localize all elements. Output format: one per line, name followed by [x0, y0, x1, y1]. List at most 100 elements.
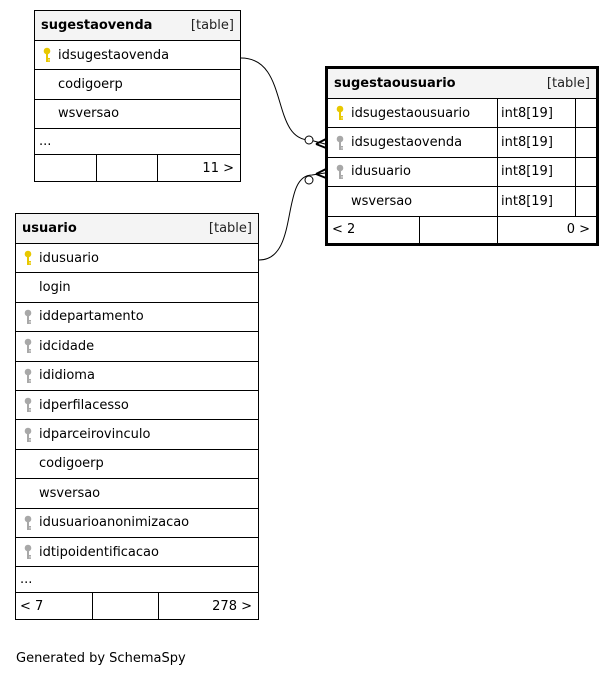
relation-sugestaovenda-optional-marker: [304, 135, 314, 145]
column-name[interactable]: codigoerp: [39, 456, 104, 472]
column-name[interactable]: idusuario: [39, 250, 99, 266]
foreign-key-icon: [22, 338, 34, 354]
column-extra: [575, 187, 596, 216]
column-name[interactable]: login: [39, 280, 71, 296]
column-row[interactable]: iddepartamento: [16, 303, 258, 333]
column-row[interactable]: wsversao: [35, 100, 240, 130]
column-name-cell: wsversao: [16, 479, 258, 507]
column-name-cell: idusuarioanonimizacao: [16, 509, 258, 537]
column-row[interactable]: idperfilacesso: [16, 391, 258, 421]
column-name-cell: idcidade: [16, 332, 258, 360]
column-name[interactable]: idparceirovinculo: [39, 427, 151, 443]
column-name-cell: wsversao: [35, 100, 240, 128]
column-name-cell: wsversao: [328, 187, 497, 215]
column-name[interactable]: ididioma: [39, 368, 95, 384]
column-name[interactable]: idsugestaousuario: [351, 105, 471, 121]
relation-usuario-crowfoot: [315, 168, 327, 179]
column-name[interactable]: idcidade: [39, 338, 95, 354]
column-name-cell: iddepartamento: [16, 303, 258, 331]
column-name-cell: idusuario: [328, 158, 497, 186]
column-name[interactable]: idusuarioanonimizacao: [39, 515, 190, 531]
column-name-cell: idusuario: [16, 244, 258, 272]
column-row[interactable]: ididioma: [16, 362, 258, 391]
column-name-cell: idparceirovinculo: [16, 420, 258, 448]
table-name[interactable]: usuario: [22, 221, 77, 236]
column-type: int8[19]: [497, 157, 575, 187]
footer-parents[interactable]: [35, 155, 96, 181]
relation-usuario-line: [258, 172, 326, 261]
footer-children[interactable]: 11 >: [157, 155, 240, 182]
column-extra: [575, 99, 596, 128]
table-header[interactable]: usuario [table]: [16, 214, 258, 244]
column-name[interactable]: idperfilacesso: [39, 397, 129, 413]
column-name-cell: codigoerp: [16, 450, 258, 478]
column-name-cell: idtipoidentificacao: [16, 538, 258, 566]
column-row[interactable]: codigoerp: [16, 450, 258, 480]
column-row[interactable]: idtipoidentificacao: [16, 538, 258, 568]
foreign-key-icon: [22, 515, 34, 531]
column-name[interactable]: wsversao: [351, 193, 413, 209]
table-sugestaovenda[interactable]: sugestaovenda [table] idsugestaovenda cod…: [34, 10, 241, 183]
table-footer: < 7 278 >: [16, 593, 258, 620]
column-name[interactable]: idsugestaovenda: [58, 47, 170, 63]
column-name[interactable]: wsversao: [39, 485, 101, 501]
table-name[interactable]: sugestaovenda: [41, 18, 153, 33]
foreign-key-icon: [22, 368, 34, 384]
foreign-key-icon: [22, 427, 34, 443]
footer-parents[interactable]: < 2: [332, 222, 356, 238]
column-row[interactable]: idusuario int8[19]: [328, 157, 596, 188]
column-name[interactable]: idusuario: [351, 164, 411, 180]
table-footer: 11 >: [35, 155, 240, 182]
more-columns: ...: [35, 129, 240, 156]
column-name-cell: login: [16, 273, 258, 301]
column-row[interactable]: idparceirovinculo: [16, 420, 258, 450]
column-row[interactable]: idsugestaovenda: [35, 41, 240, 71]
footer-children[interactable]: 278 >: [158, 593, 258, 620]
footer-children[interactable]: 0 >: [497, 216, 596, 243]
column-name-cell: codigoerp: [35, 70, 240, 98]
column-row[interactable]: codigoerp: [35, 70, 240, 100]
column-row[interactable]: login: [16, 273, 258, 303]
primary-key-icon: [41, 47, 53, 63]
table-type-label: [table]: [190, 18, 234, 33]
generated-by-label: Generated by SchemaSpy: [16, 651, 186, 666]
column-name[interactable]: idsugestaovenda: [351, 135, 463, 151]
column-row[interactable]: idcidade: [16, 332, 258, 362]
column-row[interactable]: wsversao: [16, 479, 258, 509]
table-type-label: [table]: [546, 76, 590, 91]
column-row[interactable]: idsugestaousuario int8[19]: [328, 99, 596, 129]
footer-rows: [92, 593, 158, 620]
column-name-cell: idsugestaousuario: [328, 99, 497, 127]
table-header[interactable]: sugestaovenda [table]: [35, 11, 240, 41]
column-name[interactable]: wsversao: [58, 106, 120, 122]
column-name[interactable]: idtipoidentificacao: [39, 544, 159, 560]
column-name[interactable]: iddepartamento: [39, 309, 144, 325]
column-row[interactable]: idusuario: [16, 244, 258, 274]
foreign-key-icon: [22, 544, 34, 560]
column-extra: [575, 157, 596, 187]
footer-rows: [419, 216, 497, 243]
column-row[interactable]: wsversao int8[19]: [328, 187, 596, 217]
footer-parents[interactable]: < 7: [20, 598, 44, 614]
foreign-key-icon: [22, 309, 34, 325]
column-row[interactable]: idusuarioanonimizacao: [16, 509, 258, 538]
foreign-key-icon: [334, 164, 346, 180]
foreign-key-icon: [22, 397, 34, 413]
table-usuario[interactable]: usuario [table] idusuario login iddepartam…: [15, 213, 259, 621]
column-extra: [575, 128, 596, 157]
column-name-cell: idperfilacesso: [16, 391, 258, 419]
table-footer: < 2 0 >: [328, 216, 596, 243]
column-type: int8[19]: [497, 187, 575, 216]
column-name[interactable]: codigoerp: [58, 77, 123, 93]
table-sugestaousuario[interactable]: sugestaousuario [table] idsugestaousuari…: [325, 66, 599, 246]
more-columns: ...: [16, 567, 258, 594]
column-type: int8[19]: [497, 99, 575, 128]
table-header[interactable]: sugestaousuario [table]: [328, 69, 596, 99]
table-name[interactable]: sugestaousuario: [334, 76, 456, 91]
primary-key-icon: [334, 105, 346, 121]
foreign-key-icon: [334, 135, 346, 151]
column-name-cell: idsugestaovenda: [328, 128, 497, 156]
primary-key-icon: [22, 250, 34, 266]
